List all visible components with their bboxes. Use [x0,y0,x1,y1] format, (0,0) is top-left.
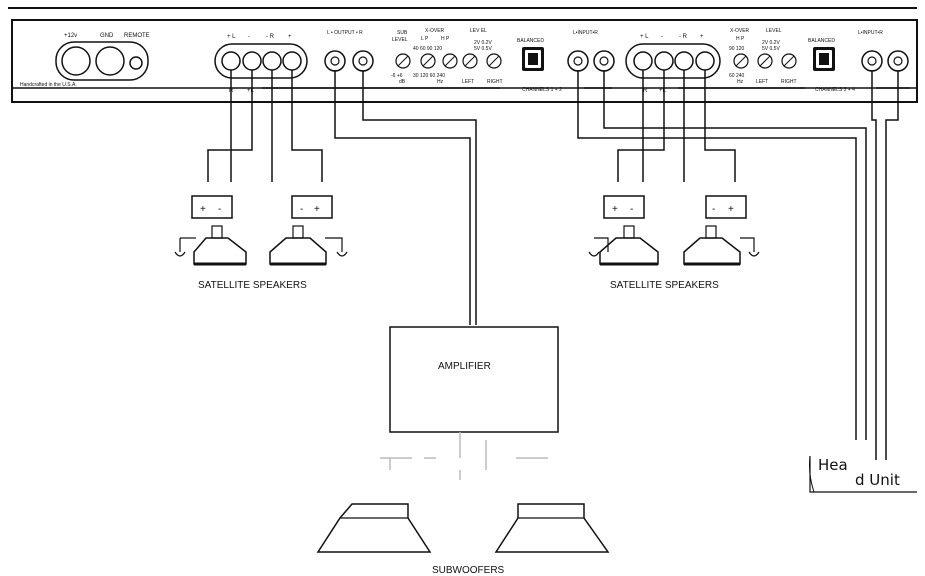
head-unit: Hea d Unit [809,455,917,493]
panel-speaker-terminals-right-ch-label: +L [247,88,255,94]
speakers-left-pos-label: + [200,204,206,215]
satellite-speakers-right: + - - + SATELLITE SPEAKERS [588,195,760,291]
power-terminal-block: +12v GND REMOTE [55,33,150,81]
subwoofers: SUBWOOFERS [316,503,610,576]
head-unit-label-1: Hea [818,456,848,474]
satellite-speakers-left-label: SATELLITE SPEAKERS [198,280,307,291]
panel-speaker-terminals-2-right-ch-label: +L [659,88,667,94]
amplifier-panel: +12v GND REMOTE Handcrafted in the U.S.A… [8,7,918,103]
speakers-right-pos-label: + [728,204,734,215]
panel-speaker-terminals-2-left-ch-label: R [643,88,648,94]
speaker-right-2: - + [683,195,760,266]
panel-level-1-left-label: LEFT [462,79,474,85]
panel-xover-2-title-label: X-OVER [730,28,750,34]
terminal-gnd-label: GND [100,33,114,39]
speaker-left-1: + - [174,195,247,266]
panel-balanced-1-label: BALANCED [517,38,544,44]
speakers-right-pos-label: + [612,204,618,215]
panel-sub-level-line2-label: LEVEL [392,37,408,43]
panel-xover-1-title-label: X-OVER [425,28,445,34]
panel-speaker-terminals-2-neg-l-label: - [661,34,663,40]
panel-speaker-terminals-2-pos-l-label: + L [640,34,649,40]
speaker-terminals-ch12: + L - - R + R +L [214,34,308,94]
panel-xover-1-hp-label: H P [441,36,450,42]
speakers-left-neg-label: - [300,204,303,215]
panel-level-1-v2-label: 5V 0.5V [474,46,492,52]
channels-12-label: CHANNELS 1 + 2 [522,87,562,93]
panel-speaker-terminals-2-neg-r-label: - R [679,34,688,40]
panel-level-2-left-label: LEFT [756,79,768,85]
panel-speaker-terminals-pos-l-label: + L [227,34,236,40]
panel-xover-1-lp-vals-label: 40 60 90 120 [413,46,442,52]
panel-speaker-terminals-pos-r-label: + [288,34,292,40]
panel-sub-level-line1-label: SUB [397,30,408,36]
panel-xover-2-vals2-label: 60 240 [729,73,745,79]
speaker-right-1: + - [588,195,659,266]
speakers-left-neg-label: - [218,204,221,215]
controls-ch34: X-OVER H P 90 120 60 240 Hz LEVEL 2V 0.2… [729,28,797,85]
panel-xover-1-lp-label: L P [421,36,429,42]
panel-xover-1-unit-label: Hz [437,79,444,85]
terminal-12v-label: +12v [64,33,77,39]
panel-level-2-v2-label: 5V 0.5V [762,46,780,52]
speakers-right-neg-label: - [630,204,633,215]
panel-level-2-v1-label: 2V 0.2V [762,40,780,46]
panel-level-1-title-label: LEV EL [470,28,487,34]
output-label: L • OUTPUT • R [327,30,363,36]
balanced-connector-2: BALANCED [808,38,835,71]
panel-sub-level-range-label: -6 +6 [391,73,403,79]
output-rca-jacks: L • OUTPUT • R [324,30,374,72]
satellite-speakers-right-label: SATELLITE SPEAKERS [610,280,719,291]
panel-speaker-terminals-2-pos-r-label: + [700,34,704,40]
input-rca-jacks-2: L•INPUT•R [858,30,909,72]
speakers-left-pos-label: + [314,204,320,215]
channels-34-label: CHANNELS 3 + 4 [815,87,855,93]
speaker-left-2: - + [269,195,348,266]
speaker-terminals-ch34: + L - - R + R +L [625,34,721,94]
panel-level-1-v1-label: 2V 0.2V [474,40,492,46]
speakers-right-neg-label: - [712,204,715,215]
satellite-speakers-left: + - - + SATELLITE SPEAKERS [174,195,348,291]
panel-input-rca-2-label: L•INPUT•R [858,30,883,36]
balanced-connector-1: BALANCED [517,38,544,71]
panel-level-2-right-label: RIGHT [781,79,797,85]
terminal-remote-label: REMOTE [124,33,150,39]
panel-level-2-title-label: LEVEL [766,28,782,34]
panel-balanced-2-label: BALANCED [808,38,835,44]
panel-speaker-terminals-neg-l-label: - [248,34,250,40]
external-amplifier: AMPLIFIER [380,326,559,480]
made-in-label: Handcrafted in the U.S.A. [20,82,77,88]
head-unit-label-2: d Unit [855,471,900,489]
input-rca-jacks-1: L•INPUT•R [567,30,615,72]
panel-input-rca-1-label: L•INPUT•R [573,30,598,36]
panel-sub-level-unit-label: dB [399,79,406,85]
panel-xover-1-hp-vals-label: 30 120 60 240 [413,73,445,79]
panel-level-1-right-label: RIGHT [487,79,503,85]
subwoofers-label: SUBWOOFERS [432,565,505,576]
panel-xover-2-unit-label: Hz [737,79,744,85]
amplifier-label: AMPLIFIER [438,361,491,372]
wiring [207,70,899,460]
panel-xover-2-hp-label: H P [736,36,745,42]
controls-ch12: SUB LEVEL -6 +6 dB X-OVER L P H P 40 60 … [391,28,503,85]
panel-speaker-terminals-neg-r-label: - R [266,34,275,40]
panel-xover-2-vals1-label: 90 120 [729,46,745,52]
